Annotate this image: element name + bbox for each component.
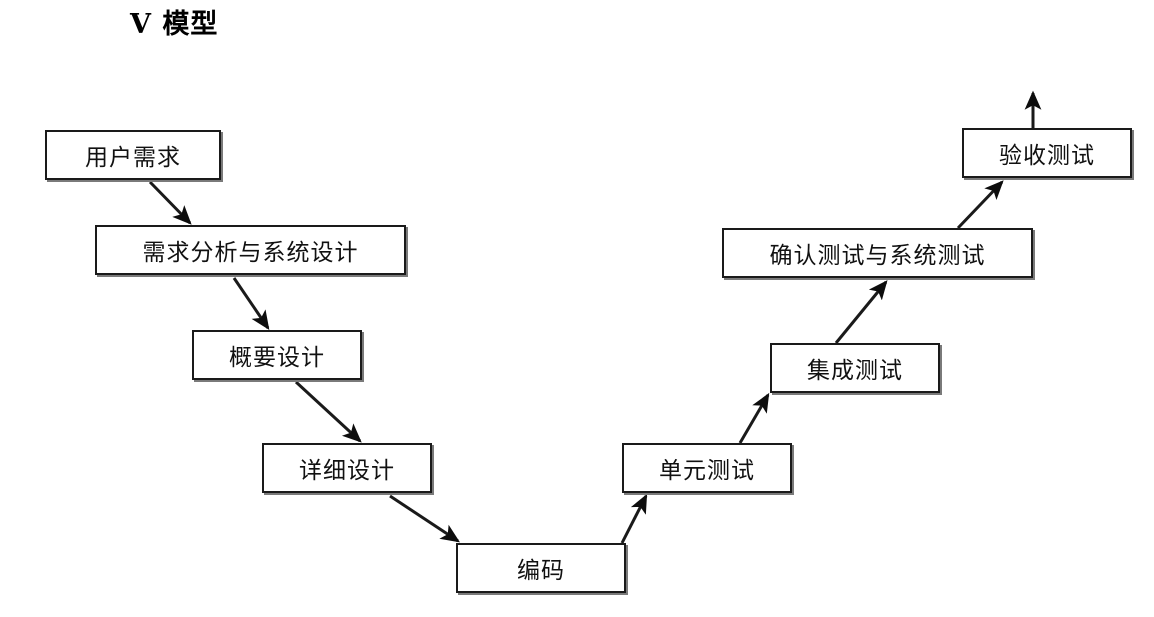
edge-validation-system-test-to-acceptance-test [956,180,1004,230]
node-label-integration-test: 集成测试 [807,358,903,384]
node-acceptance-test[interactable]: 验收测试 [962,128,1132,178]
node-unit-test[interactable]: 单元测试 [622,443,792,493]
node-validation-system-test[interactable]: 确认测试与系统测试 [722,228,1033,278]
node-user-requirements[interactable]: 用户需求 [45,130,221,180]
edge-integration-test-to-validation-system-test [834,280,888,344]
node-label-unit-test: 单元测试 [659,458,755,484]
node-label-outline-design: 概要设计 [229,345,325,371]
node-requirements-analysis[interactable]: 需求分析与系统设计 [95,225,406,275]
node-outline-design[interactable]: 概要设计 [192,330,362,380]
page-title: V 模型 [130,9,219,40]
node-label-coding: 编码 [517,558,565,584]
node-label-detailed-design: 详细设计 [299,458,395,484]
edge-coding-to-unit-test [620,493,648,544]
edge-requirements-analysis-to-outline-design [232,277,270,330]
node-label-acceptance-test: 验收测试 [999,143,1095,169]
edge-outline-design-to-detailed-design [294,380,362,443]
edge-user-requirements-to-requirements-analysis [148,180,192,225]
node-integration-test[interactable]: 集成测试 [770,343,940,393]
node-detailed-design[interactable]: 详细设计 [262,443,432,493]
edge-unit-test-to-integration-test [738,392,770,444]
node-label-requirements-analysis: 需求分析与系统设计 [142,240,359,266]
node-coding[interactable]: 编码 [456,543,626,593]
node-label-validation-system-test: 确认测试与系统测试 [769,243,986,269]
node-label-user-requirements: 用户需求 [85,145,181,171]
edge-detailed-design-to-coding [389,494,461,543]
edges-group [148,90,1042,544]
